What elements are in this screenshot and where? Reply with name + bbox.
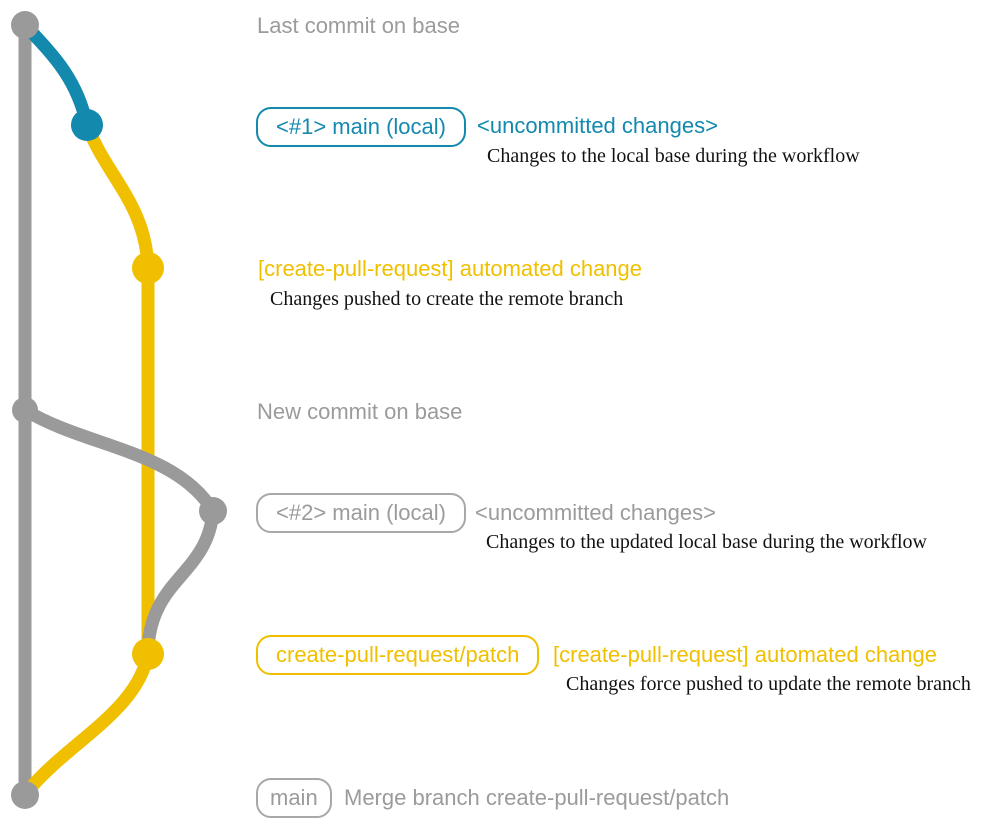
commit-node-main-local-2 <box>199 497 227 525</box>
commit-node-new-base <box>12 397 38 423</box>
main-local-1-line <box>18 18 94 132</box>
branch-badge-main-local-1: <#1> main (local) <box>256 107 466 147</box>
commit-node-patch-1 <box>132 252 164 284</box>
heading-automated-change-2: [create-pull-request] automated change <box>553 642 938 667</box>
heading-uncommitted-changes-2: <uncommitted changes> <box>475 500 716 525</box>
patch-merge-line <box>20 647 155 799</box>
caption-force-pushed-update-remote: Changes force pushed to update the remot… <box>566 673 971 695</box>
heading-merge-branch: Merge branch create-pull-request/patch <box>344 785 730 810</box>
caption-local-base-changes-2: Changes to the updated local base during… <box>486 531 927 553</box>
heading-automated-change-1: [create-pull-request] automated change <box>258 256 643 281</box>
commit-node-last-base <box>11 11 39 39</box>
branch-badge-main: main <box>256 778 332 818</box>
commit-node-merge <box>11 781 39 809</box>
git-graph <box>11 11 227 809</box>
patch-branch-upper-line <box>80 118 155 275</box>
label-new-commit-on-base: New commit on base <box>257 399 463 424</box>
main-local-2-merge-line <box>141 504 220 655</box>
caption-pushed-create-remote: Changes pushed to create the remote bran… <box>270 288 624 310</box>
branch-badge-patch: create-pull-request/patch <box>256 635 540 675</box>
commit-node-patch-2 <box>132 638 164 670</box>
main-local-2-branch-line <box>18 403 220 518</box>
branch-badge-main-local-2: <#2> main (local) <box>256 493 466 533</box>
commit-node-main-local-1 <box>71 109 103 141</box>
heading-uncommitted-changes-1: <uncommitted changes> <box>477 113 718 138</box>
label-last-commit-on-base: Last commit on base <box>257 13 460 38</box>
caption-local-base-changes-1: Changes to the local base during the wor… <box>487 145 860 167</box>
